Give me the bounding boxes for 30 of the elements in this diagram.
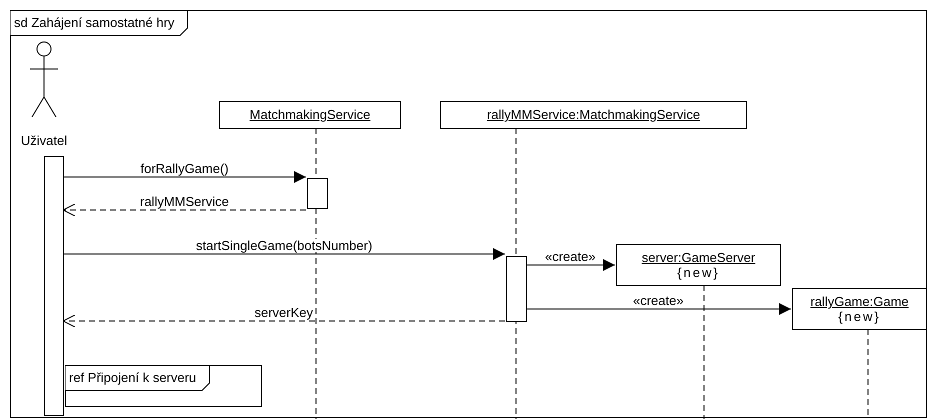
ref-label: ref Připojení k serveru (65, 365, 210, 391)
object-name: MatchmakingService (248, 107, 372, 122)
activation-bar (506, 256, 527, 322)
object-box (792, 288, 927, 330)
message-label: rallyMMService (139, 195, 230, 208)
message-arrow (526, 303, 792, 315)
return-arrow (62, 314, 506, 328)
activation-bar (44, 156, 64, 416)
message-label: «create» (544, 250, 597, 263)
message-label: forRallyGame() (140, 162, 230, 175)
constraint-label: {new} (676, 265, 721, 280)
frame-title: sd Zahájení samostatné hry (10, 10, 188, 36)
message-label: «create» (632, 294, 685, 307)
object-box (616, 244, 781, 286)
return-arrow (62, 204, 306, 216)
object-name: rallyMMService:MatchmakingService (486, 107, 702, 122)
message-label: serverKey (254, 306, 314, 319)
message-arrow (62, 171, 306, 183)
activation-bar (307, 178, 328, 209)
frame (10, 10, 927, 418)
object-name: rallyGame:Game (809, 294, 910, 309)
interaction-use (65, 365, 262, 407)
message-label: startSingleGame(botsNumber) (195, 239, 374, 252)
actor-name: Uživatel (20, 133, 68, 148)
object-box (440, 101, 747, 129)
object-box (219, 101, 401, 129)
object-name: server:GameServer (640, 250, 756, 265)
constraint-label: {new} (837, 309, 882, 324)
message-arrow (526, 259, 616, 271)
message-arrow (62, 248, 506, 260)
